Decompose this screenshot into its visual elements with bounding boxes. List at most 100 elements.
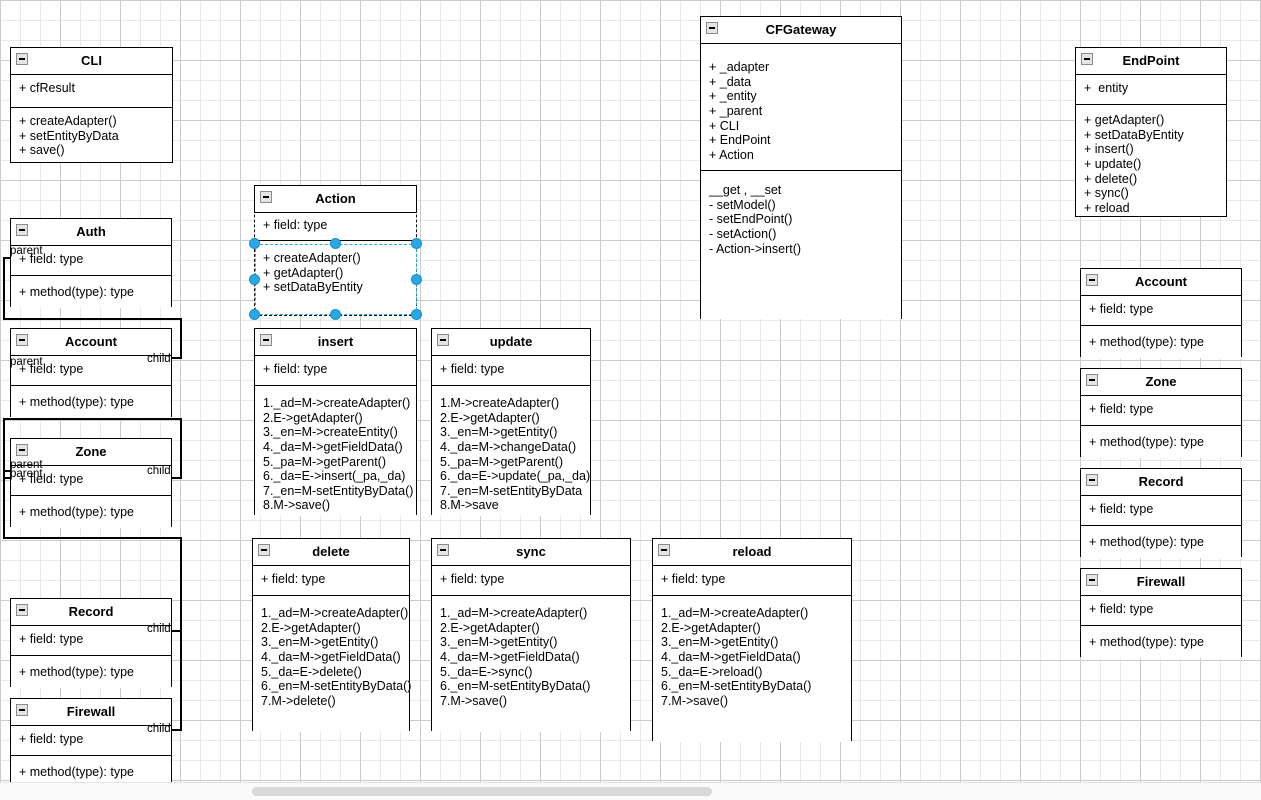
class-header-auth-left[interactable]: Auth	[11, 219, 171, 247]
class-box-delete[interactable]: delete + field: type 1._ad=M->createAdap…	[252, 538, 411, 733]
class-header-firewall-left[interactable]: Firewall	[11, 699, 171, 727]
class-box-update[interactable]: update + field: type 1.M->createAdapter(…	[431, 328, 591, 517]
class-attributes-account-right[interactable]: + field: type	[1081, 296, 1241, 327]
class-attributes-record-right[interactable]: + field: type	[1081, 496, 1241, 527]
class-box-reload[interactable]: reload + field: type 1._ad=M->createAdap…	[652, 538, 852, 743]
class-box-cli[interactable]: CLI + cfResult + createAdapter() + setEn…	[10, 47, 173, 163]
class-methods-account-left[interactable]: + method(type): type	[11, 386, 171, 419]
class-box-cfgateway[interactable]: CFGateway + _adapter + _data + _entity +…	[700, 16, 902, 320]
class-attributes-cli[interactable]: + cfResult	[11, 75, 172, 109]
class-header-insert[interactable]: insert	[255, 329, 416, 357]
class-box-account-right[interactable]: Account + field: type + method(type): ty…	[1080, 268, 1242, 359]
class-box-zone-right[interactable]: Zone + field: type + method(type): type	[1080, 368, 1242, 459]
class-header-action[interactable]: Action	[254, 185, 417, 214]
class-methods-action[interactable]: + createAdapter() + getAdapter() + setDa…	[255, 241, 416, 302]
class-header-zone-right[interactable]: Zone	[1081, 369, 1241, 397]
collapse-minus-icon[interactable]	[260, 191, 272, 203]
class-attributes-delete[interactable]: + field: type	[253, 566, 409, 597]
class-box-zone-left[interactable]: Zone + field: type + method(type): type	[10, 438, 172, 529]
collapse-minus-icon[interactable]	[16, 334, 28, 346]
class-box-record-right[interactable]: Record + field: type + method(type): typ…	[1080, 468, 1242, 559]
class-header-account-left[interactable]: Account	[11, 329, 171, 357]
class-header-delete[interactable]: delete	[253, 539, 409, 567]
class-methods-zone-left[interactable]: + method(type): type	[11, 496, 171, 529]
collapse-minus-icon[interactable]	[1081, 53, 1093, 65]
class-methods-cli[interactable]: + createAdapter() + setEntityByData + sa…	[11, 108, 172, 161]
resize-handle-w[interactable]	[249, 274, 260, 285]
collapse-minus-icon[interactable]	[16, 704, 28, 716]
resize-handle-ne[interactable]	[411, 238, 422, 249]
class-box-firewall-left[interactable]: Firewall + field: type + method(type): t…	[10, 698, 172, 789]
class-attributes-endpoint[interactable]: + entity	[1076, 75, 1226, 106]
horizontal-scrollbar[interactable]	[0, 782, 1261, 800]
class-methods-reload[interactable]: 1._ad=M->createAdapter() 2.E->getAdapter…	[653, 596, 851, 743]
class-methods-record-right[interactable]: + method(type): type	[1081, 526, 1241, 559]
class-box-sync[interactable]: sync + field: type 1._ad=M->createAdapte…	[431, 538, 631, 733]
class-attributes-auth-left[interactable]: + field: type	[11, 246, 171, 277]
class-header-endpoint[interactable]: EndPoint	[1076, 48, 1226, 76]
class-header-cfgateway[interactable]: CFGateway	[701, 17, 901, 45]
resize-handle-nw[interactable]	[249, 238, 260, 249]
collapse-minus-icon[interactable]	[16, 53, 28, 65]
class-box-endpoint[interactable]: EndPoint + entity + getAdapter() + setDa…	[1075, 47, 1227, 217]
collapse-minus-icon[interactable]	[258, 544, 270, 556]
collapse-minus-icon[interactable]	[16, 224, 28, 236]
class-methods-account-right[interactable]: + method(type): type	[1081, 326, 1241, 359]
class-attributes-sync[interactable]: + field: type	[432, 566, 630, 597]
class-header-account-right[interactable]: Account	[1081, 269, 1241, 297]
class-box-record-left[interactable]: Record + field: type + method(type): typ…	[10, 598, 172, 689]
class-attributes-insert[interactable]: + field: type	[255, 356, 416, 387]
class-box-account-left[interactable]: Account + field: type + method(type): ty…	[10, 328, 172, 419]
collapse-minus-icon[interactable]	[260, 334, 272, 346]
class-methods-cfgateway[interactable]: __get , __set - setModel() - setEndPoint…	[701, 171, 901, 320]
class-methods-endpoint[interactable]: + getAdapter() + setDataByEntity + inser…	[1076, 105, 1226, 216]
collapse-minus-icon[interactable]	[437, 334, 449, 346]
resize-handle-e[interactable]	[411, 274, 422, 285]
class-methods-zone-right[interactable]: + method(type): type	[1081, 426, 1241, 459]
class-box-firewall-right[interactable]: Firewall + field: type + method(type): t…	[1080, 568, 1242, 659]
class-header-record-left[interactable]: Record	[11, 599, 171, 627]
collapse-minus-icon[interactable]	[1086, 574, 1098, 586]
collapse-minus-icon[interactable]	[1086, 474, 1098, 486]
class-methods-delete[interactable]: 1._ad=M->createAdapter() 2.E->getAdapter…	[253, 596, 411, 733]
class-attributes-reload[interactable]: + field: type	[653, 566, 851, 597]
class-box-action[interactable]: Action + field: type + createAdapter() +…	[254, 185, 417, 316]
class-box-insert[interactable]: insert + field: type 1._ad=M->createAdap…	[254, 328, 417, 517]
class-methods-record-left[interactable]: + method(type): type	[11, 656, 171, 689]
resize-handle-se[interactable]	[411, 309, 422, 320]
class-attributes-firewall-left[interactable]: + field: type	[11, 726, 171, 757]
class-box-auth-left[interactable]: Auth + field: type + method(type): type	[10, 218, 172, 309]
resize-handle-s[interactable]	[330, 309, 341, 320]
class-header-reload[interactable]: reload	[653, 539, 851, 567]
collapse-minus-icon[interactable]	[706, 22, 718, 34]
class-header-update[interactable]: update	[432, 329, 590, 357]
collapse-minus-icon[interactable]	[16, 604, 28, 616]
resize-handle-n[interactable]	[330, 238, 341, 249]
scrollbar-thumb[interactable]	[252, 787, 712, 796]
class-header-sync[interactable]: sync	[432, 539, 630, 567]
class-methods-update[interactable]: 1.M->createAdapter() 2.E->getAdapter() 3…	[432, 386, 590, 517]
collapse-minus-icon[interactable]	[1086, 274, 1098, 286]
collapse-minus-icon[interactable]	[658, 544, 670, 556]
class-attributes-record-left[interactable]: + field: type	[11, 626, 171, 657]
class-methods-firewall-right[interactable]: + method(type): type	[1081, 626, 1241, 659]
class-attributes-cfgateway[interactable]: + _adapter + _data + _entity + _parent +…	[701, 44, 901, 172]
class-attributes-account-left[interactable]: + field: type	[11, 356, 171, 387]
class-attributes-action[interactable]: + field: type	[255, 212, 416, 242]
class-header-firewall-right[interactable]: Firewall	[1081, 569, 1241, 597]
class-header-zone-left[interactable]: Zone	[11, 439, 171, 467]
class-attributes-update[interactable]: + field: type	[432, 356, 590, 387]
class-attributes-zone-right[interactable]: + field: type	[1081, 396, 1241, 427]
collapse-minus-icon[interactable]	[437, 544, 449, 556]
resize-handle-sw[interactable]	[249, 309, 260, 320]
class-methods-sync[interactable]: 1._ad=M->createAdapter() 2.E->getAdapter…	[432, 596, 630, 733]
collapse-minus-icon[interactable]	[16, 444, 28, 456]
class-attributes-zone-left[interactable]: + field: type	[11, 466, 171, 497]
class-attributes-firewall-right[interactable]: + field: type	[1081, 596, 1241, 627]
class-methods-auth-left[interactable]: + method(type): type	[11, 276, 171, 309]
collapse-minus-icon[interactable]	[1086, 374, 1098, 386]
class-header-record-right[interactable]: Record	[1081, 469, 1241, 497]
class-header-cli[interactable]: CLI	[11, 48, 172, 76]
class-methods-insert[interactable]: 1._ad=M->createAdapter() 2.E->getAdapter…	[255, 386, 416, 517]
